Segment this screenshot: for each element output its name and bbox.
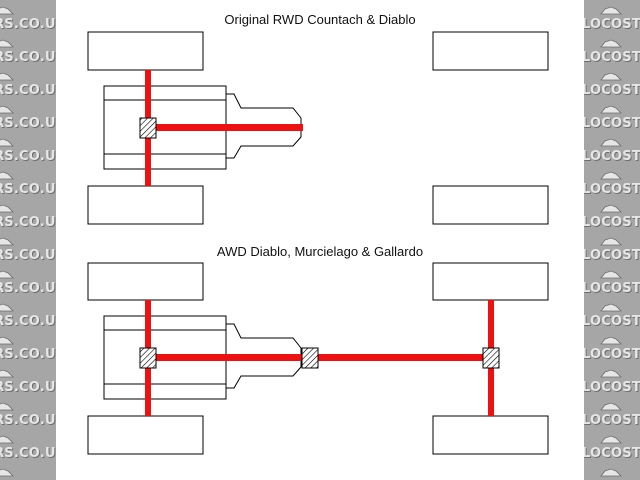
watermark-text: LOCOST [584,50,640,65]
watermark-car-logo [0,369,14,378]
watermark-text: LOCOST [584,116,640,131]
watermark-car-logo [600,105,622,114]
watermark-car-logo [600,402,622,411]
watermark-car-logo [600,369,622,378]
awd-front-differential [482,347,500,369]
watermark-car-logo [600,171,622,180]
awd-front-right-wheel [432,415,549,455]
watermark-car-logo [600,435,622,444]
watermark-car-logo [0,468,14,477]
watermark-car-logo [0,6,14,15]
watermark-car-logo [600,6,622,15]
watermark-text: DERS.CO.UK [0,314,56,329]
watermark-text: LOCOST [584,83,640,98]
watermark-text: DERS.CO.UK [0,149,56,164]
rwd-differential [139,117,157,139]
watermark-text: DERS.CO.UK [0,380,56,395]
watermark-car-logo [0,72,14,81]
watermark-text: DERS.CO.UK [0,215,56,230]
awd-propshaft [151,354,491,361]
watermark-text: DERS.CO.UK [0,413,56,428]
watermark-car-logo [0,138,14,147]
awd-rear-right-wheel [432,262,549,301]
watermark-text: LOCOST [584,215,640,230]
watermark-car-logo [0,237,14,246]
watermark-text: DERS.CO.UK [0,116,56,131]
watermark-text: DERS.CO.UK [0,347,56,362]
watermark-car-logo [600,237,622,246]
rwd-diagram [87,31,549,225]
watermark-car-logo [0,435,14,444]
watermark-left: DERS.CO.UK DERS.CO.UK DERS.CO.UK DERS.CO.UK… [0,0,56,480]
watermark-car-logo [0,39,14,48]
watermark-text: LOCOST [584,413,640,428]
watermark-car-logo [0,336,14,345]
diagram-canvas: Original RWD Countach & Diablo AWD Diabl… [56,0,584,480]
watermark-car-logo [600,72,622,81]
watermark-text: LOCOST [584,314,640,329]
watermark-text: LOCOST [584,281,640,296]
watermark-car-logo [0,105,14,114]
watermark-car-logo [600,270,622,279]
watermark-text: LOCOST [584,182,640,197]
watermark-car-logo [0,402,14,411]
watermark-car-logo [0,171,14,180]
awd-diagram-title: AWD Diablo, Murcielago & Gallardo [216,244,424,259]
watermark-text: LOCOST [584,446,640,461]
watermark-text: LOCOST [584,149,640,164]
watermark-car-logo [600,336,622,345]
rwd-front-right-wheel [432,185,549,225]
rwd-front-left-wheel [87,185,204,225]
watermark-car-logo [600,39,622,48]
watermark-car-logo [0,303,14,312]
watermark-text: DERS.CO.UK [0,248,56,263]
watermark-car-logo [600,303,622,312]
watermark-text: DERS.CO.UK [0,17,56,32]
watermark-car-logo [600,468,622,477]
watermark-car-logo [600,204,622,213]
watermark-text: DERS.CO.UK [0,182,56,197]
awd-front-left-wheel [87,415,204,455]
watermark-text: LOCOST [584,380,640,395]
watermark-car-logo [0,204,14,213]
rwd-rear-left-wheel [87,31,204,71]
watermark-text: LOCOST [584,17,640,32]
rwd-rear-right-wheel [432,31,549,71]
watermark-text: LOCOST [584,347,640,362]
watermark-car-logo [0,270,14,279]
rwd-propshaft [151,124,303,131]
watermark-text: DERS.CO.UK [0,50,56,65]
drivetrain-diagrams [87,31,549,455]
watermark-text: DERS.CO.UK [0,446,56,461]
awd-rear-left-wheel [87,262,204,301]
rwd-diagram-title: Original RWD Countach & Diablo [224,12,416,27]
watermark-right: LOCOST LOCOST LOCOST LOCOST LOCOST LOCOST LOCO… [584,0,640,480]
awd-rear-differential [139,347,157,369]
watermark-text: DERS.CO.UK [0,83,56,98]
watermark-text: DERS.CO.UK [0,281,56,296]
watermark-text: LOCOST [584,248,640,263]
awd-diagram [87,262,549,455]
awd-center-coupling [301,347,319,369]
watermark-car-logo [600,138,622,147]
